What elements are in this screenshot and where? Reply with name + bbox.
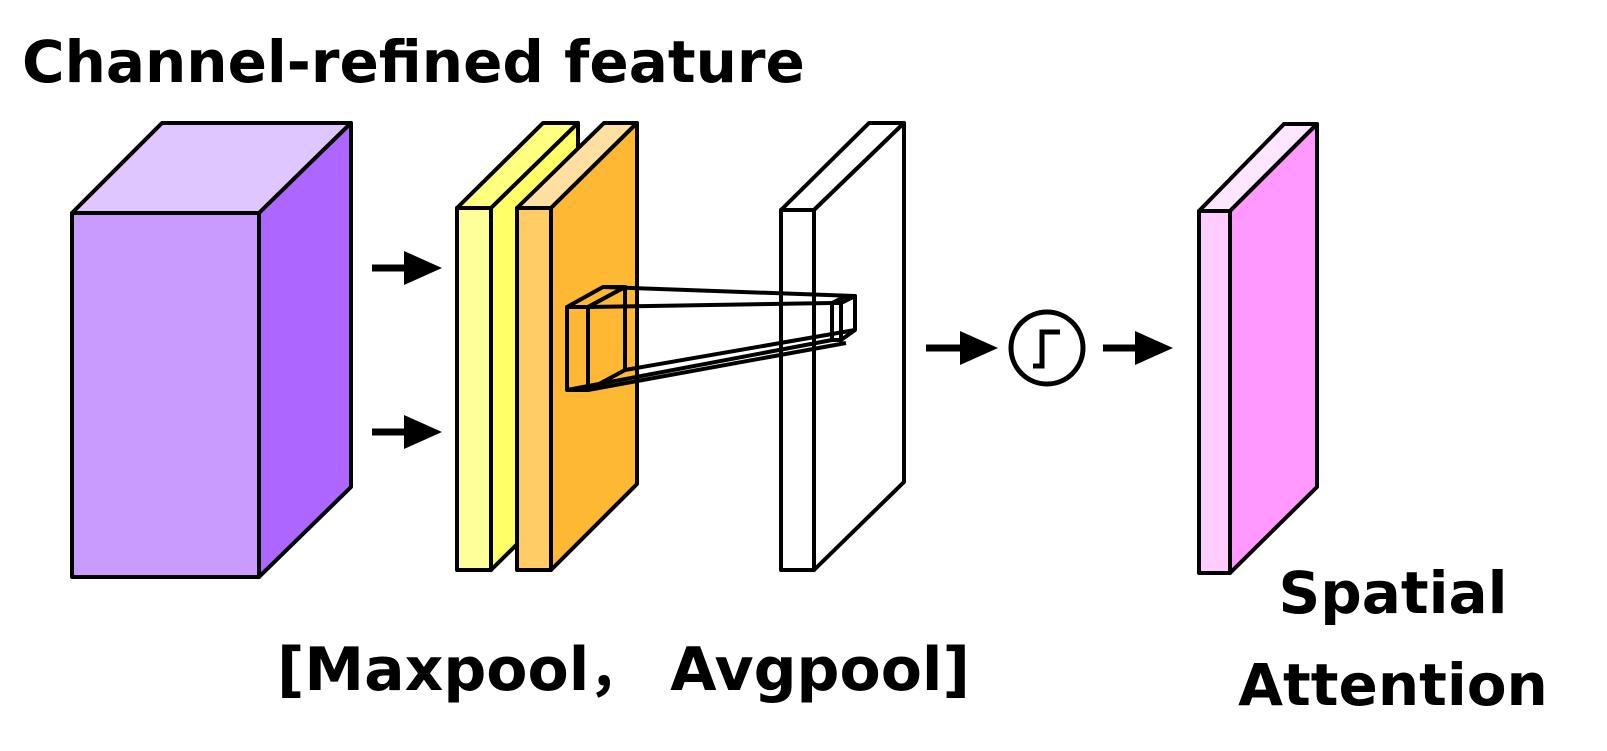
right-arrow-icon [372, 415, 442, 449]
output-label-line1: Spatial [1278, 559, 1507, 627]
right-arrow-icon [372, 251, 442, 285]
feature-cube-front [70, 211, 261, 579]
conv-output-map [779, 121, 906, 572]
right-arrow-icon [1103, 331, 1173, 365]
avgpool-map-front [515, 206, 553, 572]
spatial-attention-map [1197, 122, 1319, 575]
diagram-title: Channel-refined feature [22, 28, 805, 96]
output-cell [830, 294, 857, 342]
avgpool-map [515, 121, 639, 572]
conv-output-map-front [779, 208, 816, 572]
output-label-line2: Attention [1238, 651, 1548, 719]
pool-label: [Maxpool， Avgpool] [277, 635, 970, 705]
feature-cube [70, 121, 353, 579]
projection-lines [566, 285, 856, 392]
maxpool-map-front [455, 206, 493, 572]
sigmoid-icon [1008, 309, 1086, 387]
right-arrow-icon [926, 331, 998, 365]
spatial-attention-map-front [1197, 209, 1232, 575]
output-cell-side [839, 294, 857, 342]
